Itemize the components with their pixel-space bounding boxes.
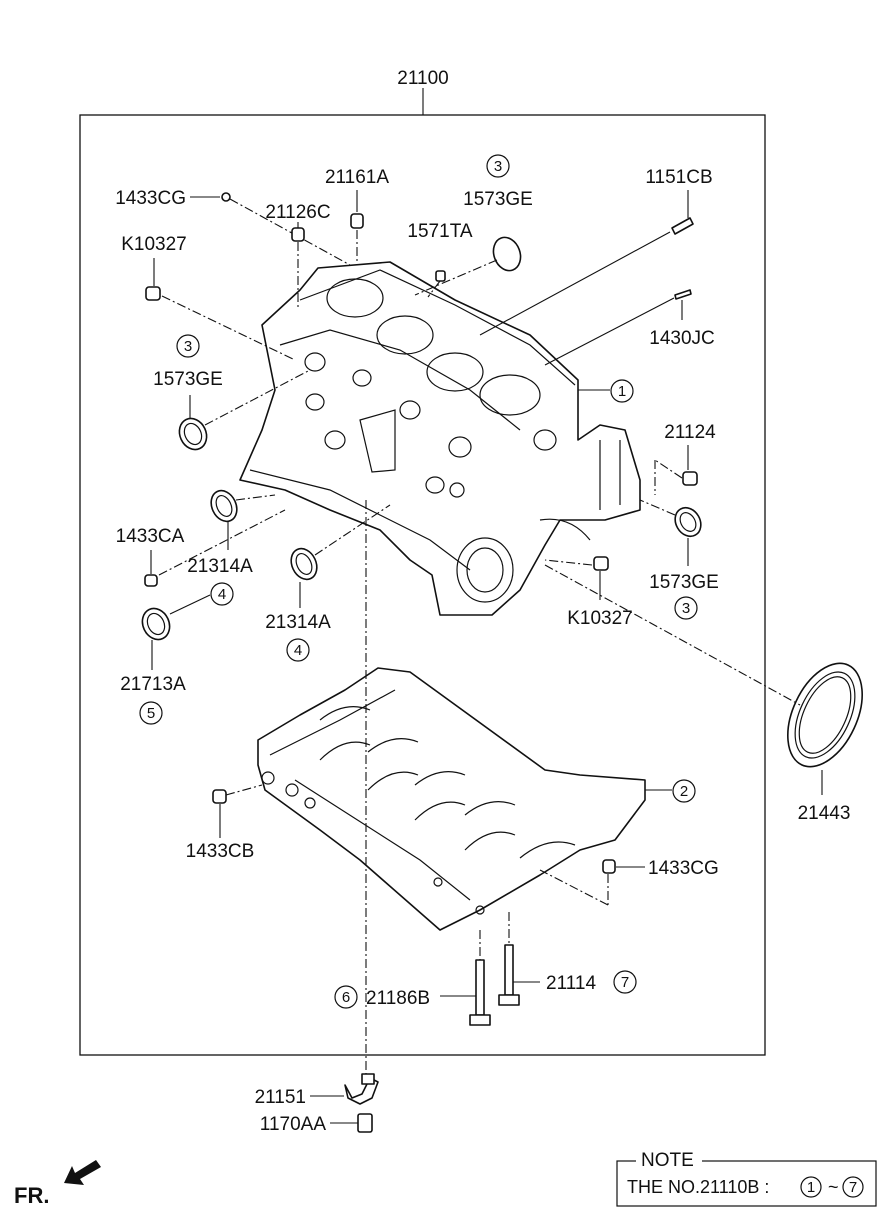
dowel-K10327-right bbox=[544, 556, 609, 600]
plug-21314A-lower bbox=[290, 504, 391, 608]
assembly-label: 21100 bbox=[397, 68, 448, 89]
plug-1573GE-left bbox=[178, 369, 311, 451]
label-1430JC: 1430JC bbox=[649, 328, 715, 349]
dowel-21126C bbox=[291, 222, 305, 310]
label-1151CB: 1151CB bbox=[645, 167, 712, 188]
bolt-21114 bbox=[498, 912, 540, 1006]
plug-21713A bbox=[141, 594, 211, 670]
front-arrow-icon bbox=[64, 1160, 101, 1185]
svg-text:6: 6 bbox=[342, 989, 350, 1006]
ref-circle-4-lower: 4 bbox=[286, 638, 310, 662]
label-21443: 21443 bbox=[798, 803, 851, 824]
dowel-K10327-top bbox=[145, 258, 296, 361]
label-1433CB: 1433CB bbox=[186, 841, 255, 862]
front-indicator: FR. bbox=[14, 1160, 101, 1208]
svg-text:3: 3 bbox=[682, 600, 690, 617]
rear-oil-seal bbox=[787, 662, 863, 768]
note-box: NOTE THE NO.21110B : 1 ~ 7 bbox=[616, 1150, 877, 1207]
label-1170AA: 1170AA bbox=[260, 1114, 327, 1135]
svg-text:5: 5 bbox=[147, 705, 155, 722]
ref-circle-2: 2 bbox=[672, 779, 696, 803]
label-1573GE-right: 1573GE bbox=[649, 572, 719, 593]
note-range-start: 1 bbox=[807, 1179, 815, 1196]
note-text: THE NO.21110B : bbox=[627, 1177, 769, 1197]
ref-circle-4-upper: 4 bbox=[210, 582, 234, 606]
label-21124: 21124 bbox=[664, 422, 716, 443]
plug-21161A bbox=[350, 190, 364, 262]
plug-21314A-upper bbox=[210, 489, 276, 550]
ref-circle-3-top: 3 bbox=[486, 154, 510, 178]
label-1433CA: 1433CA bbox=[116, 526, 185, 547]
svg-text:4: 4 bbox=[294, 642, 302, 659]
label-21161A: 21161A bbox=[325, 167, 389, 188]
label-K10327-top: K10327 bbox=[121, 234, 187, 255]
label-1571TA: 1571TA bbox=[407, 221, 472, 242]
cylinder-block-upper bbox=[239, 261, 641, 616]
svg-text:3: 3 bbox=[494, 158, 502, 175]
label-21126C: 21126C bbox=[265, 202, 330, 223]
bolt-1170AA bbox=[330, 1113, 373, 1133]
plug-1433CG-bottom bbox=[539, 859, 645, 906]
lower-crankcase bbox=[257, 667, 646, 931]
ref-circle-5: 5 bbox=[139, 701, 163, 725]
label-21186B: 21186B bbox=[366, 988, 430, 1009]
label-K10327-right: K10327 bbox=[567, 608, 633, 629]
svg-text:1: 1 bbox=[618, 383, 626, 400]
plug-1573GE-right bbox=[639, 499, 702, 566]
label-21314A-lower: 21314A bbox=[265, 612, 331, 633]
pin-1430JC bbox=[544, 289, 692, 366]
ref-circle-6: 6 bbox=[334, 985, 358, 1009]
note-range-sep: ~ bbox=[828, 1177, 839, 1197]
note-range-end: 7 bbox=[849, 1179, 857, 1196]
stud-1151CB bbox=[479, 190, 694, 336]
svg-text:4: 4 bbox=[218, 586, 226, 603]
svg-text:2: 2 bbox=[680, 783, 688, 800]
ref-circle-3-left: 3 bbox=[176, 334, 200, 358]
plug-1571TA bbox=[427, 270, 446, 298]
plug-1433CG-top bbox=[190, 192, 351, 266]
dowel-21124 bbox=[654, 445, 698, 495]
label-1433CG-top: 1433CG bbox=[115, 188, 186, 209]
label-21713A: 21713A bbox=[120, 674, 186, 695]
label-21114: 21114 bbox=[546, 973, 596, 994]
label-1573GE-left: 1573GE bbox=[153, 369, 223, 390]
plug-1573GE-top bbox=[414, 236, 522, 296]
label-21151: 21151 bbox=[255, 1087, 306, 1108]
svg-text:3: 3 bbox=[184, 338, 192, 355]
label-21314A-upper: 21314A bbox=[187, 556, 253, 577]
plug-1433CB bbox=[212, 784, 263, 838]
note-title: NOTE bbox=[641, 1150, 694, 1171]
drain-plug-21151 bbox=[310, 1073, 379, 1105]
svg-text:FR.: FR. bbox=[14, 1183, 49, 1208]
plug-1433CA bbox=[144, 509, 286, 587]
ref-circle-1: 1 bbox=[610, 379, 634, 403]
svg-text:7: 7 bbox=[621, 974, 629, 991]
ref-circle-3-right: 3 bbox=[674, 596, 698, 620]
ref-circle-7: 7 bbox=[613, 970, 637, 994]
label-1433CG-bottom: 1433CG bbox=[648, 858, 719, 879]
label-1573GE-top: 1573GE bbox=[463, 189, 533, 210]
bolt-21186B bbox=[440, 930, 491, 1026]
